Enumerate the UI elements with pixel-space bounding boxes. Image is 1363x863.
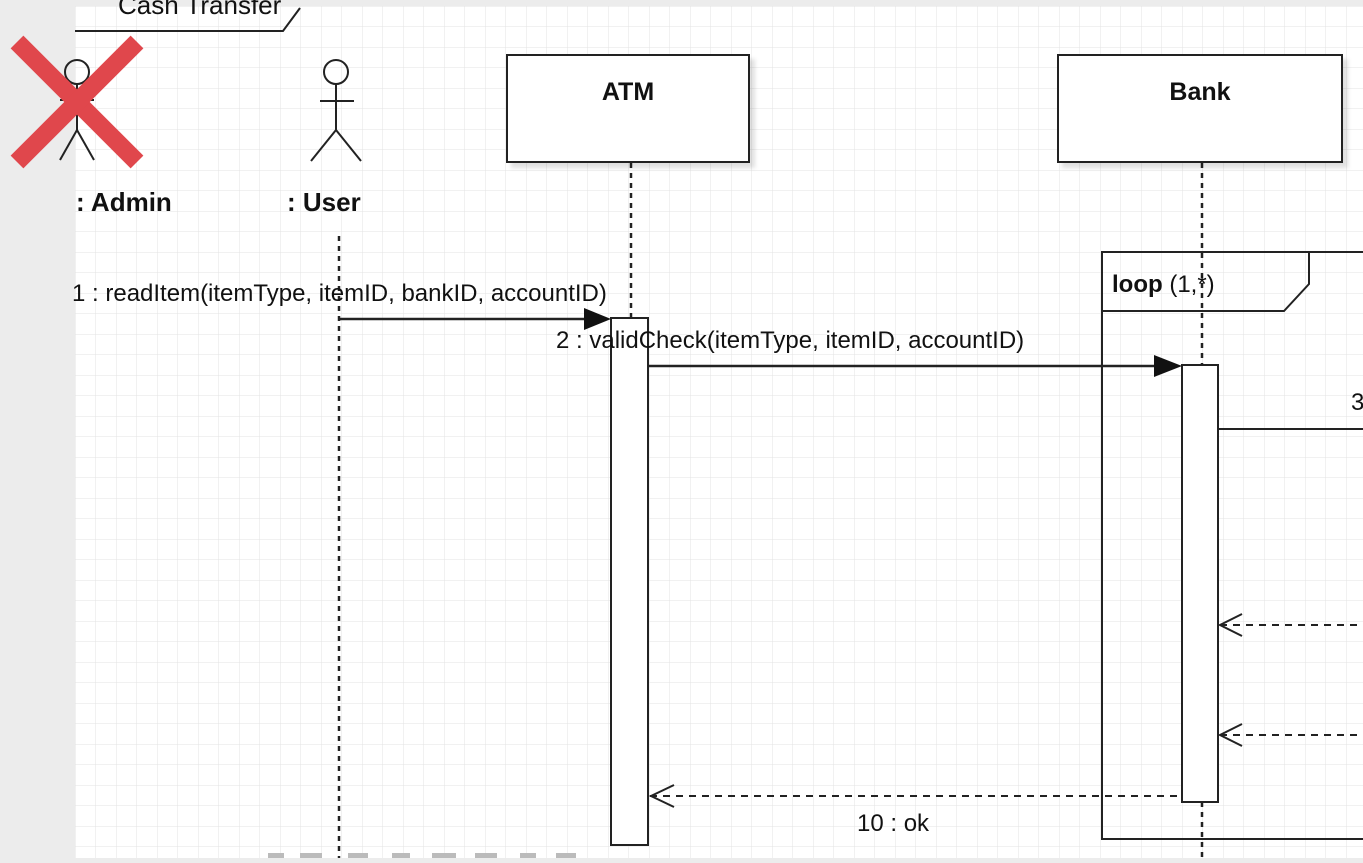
object-bank[interactable]: Bank — [1057, 54, 1343, 163]
cut-off-message-bottom — [268, 853, 576, 858]
open-arrowhead-icon — [648, 784, 675, 808]
object-atm-label: ATM — [602, 78, 654, 106]
sync-arrowhead-icon — [1154, 355, 1182, 377]
loop-label: loop (1,*) — [1112, 271, 1215, 298]
message-2-label: 2 : validCheck(itemType, itemID, account… — [556, 327, 1024, 354]
return-message-a[interactable] — [1217, 613, 1363, 637]
message-3-label: 3 — [1351, 389, 1363, 416]
actor-user-label: : User — [287, 187, 361, 217]
activation-bank[interactable] — [1181, 364, 1219, 803]
message-2[interactable]: 2 : validCheck(itemType, itemID, account… — [556, 327, 1182, 377]
open-arrowhead-icon — [1217, 723, 1243, 747]
actor-user[interactable]: : User — [287, 59, 362, 217]
message-1-label: 1 : readItem(itemType, itemID, bankID, a… — [72, 280, 607, 307]
object-atm[interactable]: ATM — [506, 54, 750, 163]
message-10[interactable]: 10 : ok — [648, 784, 1182, 837]
stick-figure-icon — [310, 59, 362, 162]
frame-title: Cash Transfer — [118, 0, 282, 20]
loop-fragment[interactable]: loop (1,*) — [1101, 251, 1363, 840]
message-10-label: 10 : ok — [857, 810, 930, 837]
close-x-icon[interactable] — [10, 35, 144, 169]
frame-title-tab[interactable]: Cash Transfer — [75, 0, 301, 32]
loop-keyword: loop — [1112, 271, 1163, 298]
message-3[interactable]: 3 — [1218, 389, 1363, 430]
return-message-b[interactable] — [1217, 723, 1363, 747]
message-1[interactable]: 1 : readItem(itemType, itemID, bankID, a… — [72, 280, 611, 330]
activation-atm[interactable] — [610, 317, 649, 846]
sync-arrowhead-icon — [584, 308, 611, 330]
loop-condition: (1,*) — [1163, 271, 1215, 298]
actor-admin-label: : Admin — [76, 187, 172, 217]
object-bank-label: Bank — [1169, 78, 1230, 106]
open-arrowhead-icon — [1217, 613, 1243, 637]
